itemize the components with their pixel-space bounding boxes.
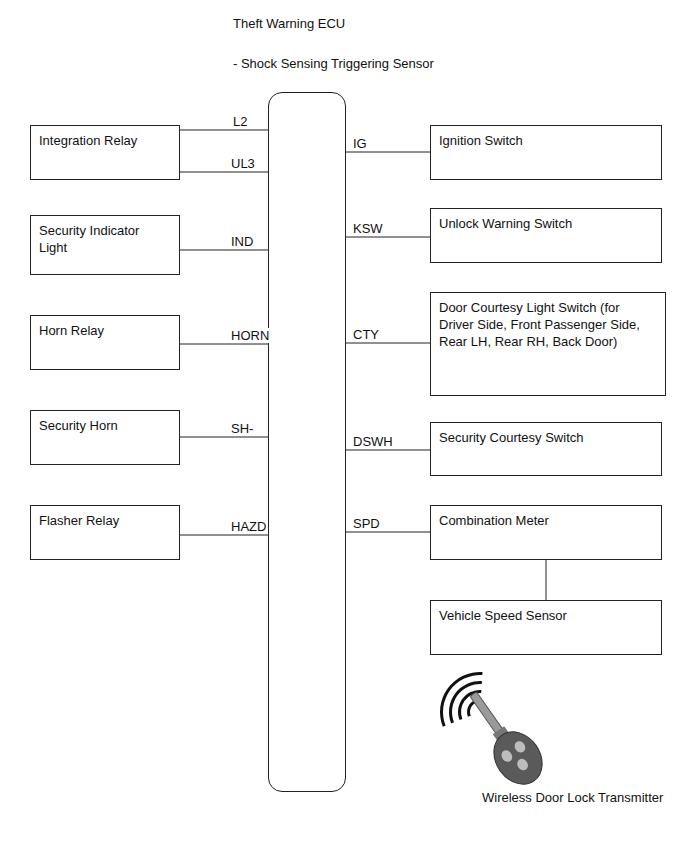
pin-name: DSWH — [352, 434, 394, 449]
component-box: Security Courtesy Switch — [430, 422, 662, 476]
component-name: Door Courtesy Light Switch (for Driver S… — [431, 293, 665, 354]
ecu-heading: - Shock Sensing Triggering Sensor — [233, 55, 434, 72]
pin-name: KSW — [352, 221, 384, 236]
component-name: Security Horn — [31, 411, 179, 438]
ecu-heading: Theft Warning ECU — [233, 15, 345, 32]
component-name: Security Courtesy Switch — [431, 423, 661, 450]
key-transmitter — [455, 681, 552, 793]
component-box: Ignition Switch — [430, 125, 662, 180]
signal-wire — [346, 152, 430, 153]
pin-name: CTY — [352, 327, 380, 342]
component-box: Vehicle Speed Sensor — [430, 600, 662, 655]
pin-name: L2 — [232, 114, 248, 129]
pin-name: HORN — [230, 328, 270, 343]
component-box: Security Horn — [30, 410, 180, 465]
signal-wire — [346, 343, 430, 344]
signal-wire — [180, 130, 268, 131]
signal-wire — [546, 560, 547, 600]
pin-name: HAZD — [230, 519, 267, 534]
component-box: Integration Relay — [30, 125, 180, 180]
signal-wire — [346, 237, 430, 238]
component-name: Ignition Switch — [431, 126, 661, 153]
component-name: Security Indicator Light — [31, 216, 179, 260]
signal-wire — [180, 172, 268, 173]
component-name: Vehicle Speed Sensor — [431, 601, 661, 628]
component-name: Flasher Relay — [31, 506, 179, 533]
component-name: Unlock Warning Switch — [431, 209, 661, 236]
part-name: Wireless Door Lock Transmitter — [482, 790, 663, 805]
signal-wire — [346, 450, 430, 451]
component-name: Combination Meter — [431, 506, 661, 533]
component-box: Flasher Relay — [30, 505, 180, 560]
component-box: Combination Meter — [430, 505, 662, 560]
component-box: Door Courtesy Light Switch (for Driver S… — [430, 292, 666, 396]
key-button — [499, 748, 514, 764]
component-box: Security Indicator Light — [30, 215, 180, 275]
component-name: Integration Relay — [31, 126, 179, 153]
signal-wire — [346, 532, 430, 533]
signal-wire — [180, 437, 268, 438]
signal-wire — [180, 250, 268, 251]
pin-name: SH- — [230, 421, 254, 436]
key-button — [512, 739, 527, 755]
component-box: Horn Relay — [30, 315, 180, 370]
key-head — [484, 722, 552, 793]
signal-wire — [180, 535, 268, 536]
component-box: Unlock Warning Switch — [430, 208, 662, 263]
pin-name: IND — [230, 234, 254, 249]
signal-wire — [180, 344, 268, 345]
pin-name: IG — [352, 136, 368, 151]
ecu-box: Theft Warning ECU- Shock Sensing Trigger… — [268, 92, 346, 792]
pin-name: UL3 — [230, 156, 256, 171]
key-button — [515, 757, 530, 773]
pin-name: SPD — [352, 516, 381, 531]
component-name: Horn Relay — [31, 316, 179, 343]
